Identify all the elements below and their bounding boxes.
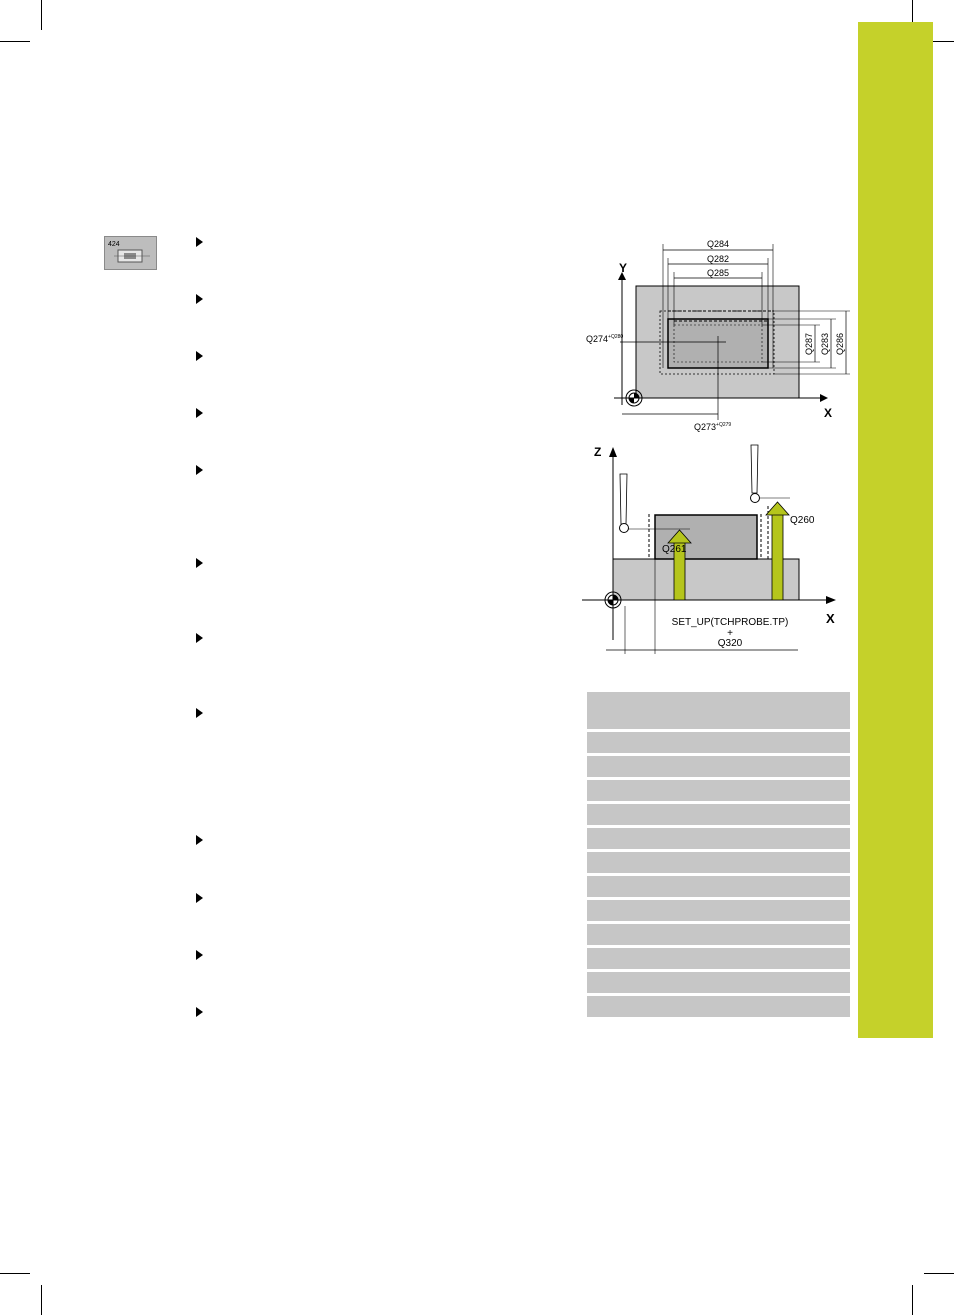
- list-bullet: [196, 237, 203, 247]
- cycle-number: 424: [108, 241, 120, 248]
- q260-label: Q260: [790, 515, 815, 526]
- table-row: [587, 972, 850, 993]
- crop-mark: [41, 0, 42, 30]
- q287-label: Q287: [804, 333, 814, 355]
- q261-label: Q261: [662, 544, 687, 555]
- table-header-row: [587, 692, 850, 729]
- zx-plane-diagram: Z X Q260 Q261 SET_UP(TCHPROBE.TP) + Q320: [582, 444, 836, 654]
- list-bullet: [196, 708, 203, 718]
- list-bullet: [196, 633, 203, 643]
- q320-label: Q320: [718, 638, 743, 649]
- table-row: [587, 828, 850, 849]
- list-bullet: [196, 351, 203, 361]
- table-row: [587, 804, 850, 825]
- crop-mark: [0, 1273, 30, 1274]
- crop-mark: [924, 1273, 954, 1274]
- q286-label: Q286: [835, 333, 845, 355]
- table-row: [587, 780, 850, 801]
- cycle-424-icon: 424: [104, 236, 157, 270]
- table-row: [587, 756, 850, 777]
- crop-mark: [924, 41, 954, 42]
- list-bullet: [196, 1007, 203, 1017]
- xy-plane-diagram: Y X Q284 Q282 Q285 Q287 Q283 Q286 Q274+Q…: [586, 239, 850, 432]
- table-row: [587, 996, 850, 1017]
- x-axis-label-2: X: [826, 611, 835, 626]
- table-row: [587, 732, 850, 753]
- q273-label: Q273+Q279: [694, 422, 731, 432]
- list-bullet: [196, 835, 203, 845]
- table-row: [587, 948, 850, 969]
- z-axis-label: Z: [594, 445, 601, 459]
- y-axis-label: Y: [619, 261, 627, 275]
- table-row: [587, 876, 850, 897]
- chapter-tab: [858, 22, 933, 1038]
- list-bullet: [196, 294, 203, 304]
- x-axis-label: X: [824, 406, 832, 420]
- plus-label: +: [727, 628, 733, 639]
- list-bullet: [196, 893, 203, 903]
- table-row: [587, 852, 850, 873]
- q284-label: Q284: [707, 239, 729, 249]
- q285-label: Q285: [707, 268, 729, 278]
- table-row: [587, 924, 850, 945]
- list-bullet: [196, 950, 203, 960]
- crop-mark: [912, 1285, 913, 1315]
- q274-label: Q274+Q280: [586, 334, 623, 344]
- crop-mark: [912, 0, 913, 30]
- list-bullet: [196, 408, 203, 418]
- q282-label: Q282: [707, 254, 729, 264]
- list-bullet: [196, 558, 203, 568]
- q283-label: Q283: [820, 333, 830, 355]
- list-bullet: [196, 465, 203, 475]
- crop-mark: [0, 41, 30, 42]
- table-row: [587, 900, 850, 921]
- setup-label: SET_UP(TCHPROBE.TP): [672, 617, 789, 628]
- crop-mark: [41, 1285, 42, 1315]
